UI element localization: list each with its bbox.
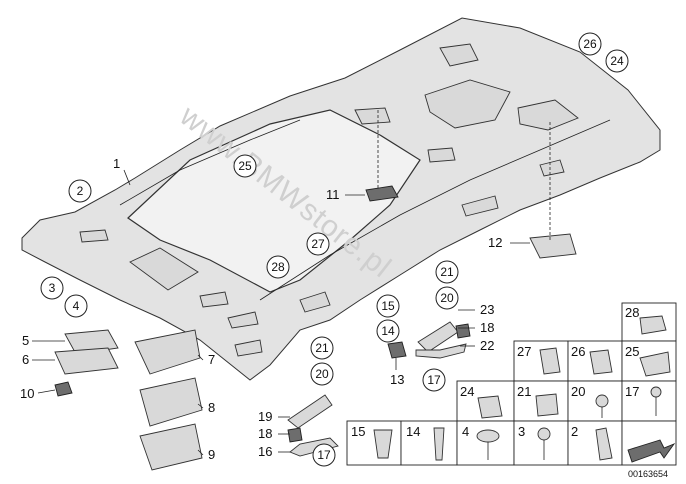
callout-27: 27 bbox=[306, 232, 330, 256]
label-13: 13 bbox=[390, 372, 404, 387]
callout-26: 26 bbox=[578, 32, 602, 56]
label-11: 11 bbox=[326, 187, 340, 202]
svg-text:4: 4 bbox=[73, 299, 80, 313]
label-5: 5 bbox=[22, 333, 29, 348]
table-cell-20: 20 bbox=[571, 384, 585, 399]
callout-21-rear: 21 bbox=[310, 336, 334, 360]
svg-text:14: 14 bbox=[381, 324, 395, 338]
callout-17-front: 17 bbox=[422, 368, 446, 392]
arrow-icon bbox=[627, 439, 676, 463]
headliner-panel bbox=[21, 17, 661, 381]
table-cell-24: 24 bbox=[460, 384, 474, 399]
parts-left-group bbox=[54, 329, 203, 471]
label-6: 6 bbox=[22, 352, 29, 367]
svg-text:2: 2 bbox=[77, 184, 84, 198]
svg-text:20: 20 bbox=[315, 367, 329, 381]
label-19: 19 bbox=[258, 409, 272, 424]
callout-4: 4 bbox=[64, 294, 88, 318]
callout-25: 25 bbox=[233, 154, 257, 178]
svg-text:17: 17 bbox=[317, 448, 331, 462]
label-8: 8 bbox=[208, 400, 215, 415]
table-cell-14: 14 bbox=[406, 424, 420, 439]
reference-number: 00163654 bbox=[628, 469, 668, 479]
callout-28: 28 bbox=[266, 255, 290, 279]
svg-text:20: 20 bbox=[440, 291, 454, 305]
cover-12 bbox=[529, 120, 577, 259]
svg-text:27: 27 bbox=[311, 237, 325, 251]
svg-text:28: 28 bbox=[271, 260, 285, 274]
table-cell-2: 2 bbox=[571, 424, 578, 439]
grab-handle-assembly-rear bbox=[287, 394, 339, 457]
table-cell-28: 28 bbox=[625, 305, 639, 320]
label-18-front: 18 bbox=[480, 320, 494, 335]
callout-21-front: 21 bbox=[435, 260, 459, 284]
label-7: 7 bbox=[208, 352, 215, 367]
label-18-rear: 18 bbox=[258, 426, 272, 441]
leader-lines bbox=[32, 169, 530, 456]
label-1: 1 bbox=[113, 156, 120, 171]
parts-table: 28 27 26 25 24 21 20 17 15 14 4 3 bbox=[346, 302, 677, 479]
callout-2: 2 bbox=[68, 179, 92, 203]
label-22: 22 bbox=[480, 338, 494, 353]
svg-text:25: 25 bbox=[238, 159, 252, 173]
table-cell-3: 3 bbox=[518, 424, 525, 439]
callout-15-front: 15 bbox=[376, 294, 400, 318]
label-9: 9 bbox=[208, 447, 215, 462]
circled-callouts: 2 3 4 25 27 28 26 24 21 20 15 14 17 21 2… bbox=[40, 32, 629, 467]
svg-text:15: 15 bbox=[381, 299, 395, 313]
table-cell-27: 27 bbox=[517, 344, 531, 359]
callout-20-front: 20 bbox=[435, 286, 459, 310]
svg-text:21: 21 bbox=[315, 341, 329, 355]
label-16: 16 bbox=[258, 444, 272, 459]
svg-text:24: 24 bbox=[610, 54, 624, 68]
table-cell-4: 4 bbox=[462, 424, 469, 439]
callout-14-front: 14 bbox=[376, 319, 400, 343]
table-cell-17: 17 bbox=[625, 384, 639, 399]
interior-light-11 bbox=[365, 110, 399, 202]
label-12: 12 bbox=[488, 235, 502, 250]
callout-3: 3 bbox=[40, 276, 64, 300]
callout-24: 24 bbox=[605, 49, 629, 73]
grab-handle-assembly-front bbox=[387, 321, 471, 359]
table-cell-26: 26 bbox=[571, 344, 585, 359]
callout-20-rear: 20 bbox=[310, 362, 334, 386]
callout-17-rear: 17 bbox=[312, 443, 336, 467]
table-cell-15: 15 bbox=[351, 424, 365, 439]
svg-text:26: 26 bbox=[583, 37, 597, 51]
plain-labels: 1 11 12 5 6 10 7 8 9 23 18 22 13 19 18 1… bbox=[20, 156, 502, 462]
svg-text:3: 3 bbox=[49, 281, 56, 295]
svg-text:17: 17 bbox=[427, 373, 441, 387]
svg-text:21: 21 bbox=[440, 265, 454, 279]
table-cell-21: 21 bbox=[517, 384, 531, 399]
label-10: 10 bbox=[20, 386, 34, 401]
table-cell-25: 25 bbox=[625, 344, 639, 359]
label-23: 23 bbox=[480, 302, 494, 317]
